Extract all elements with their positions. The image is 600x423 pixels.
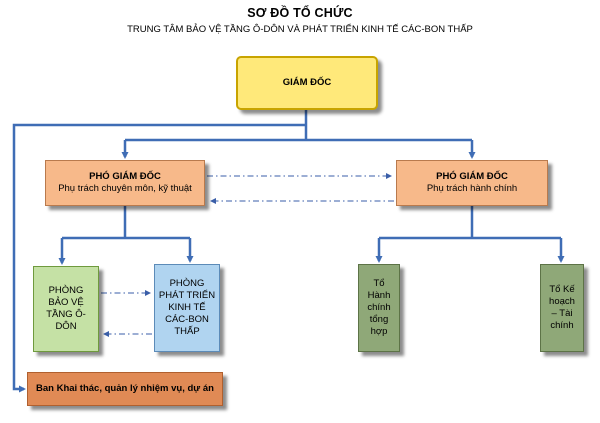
deputy-admin-desc: Phụ trách hành chính [426, 183, 518, 194]
director-box: GIÁM ĐỐC [236, 56, 378, 110]
finance-unit-line: chính [550, 319, 574, 331]
admin-unit-line: tổng [369, 313, 389, 325]
ozone-line: BẢO VỆ [48, 297, 84, 309]
outer-loop [12, 123, 306, 393]
admin-unit-line: chính [367, 302, 391, 314]
deputy-admin-box: PHÓ GIÁM ĐỐC Phụ trách hành chính [396, 160, 548, 206]
finance-unit-line: – Tài [551, 308, 573, 319]
chart-subtitle: TRUNG TÂM BẢO VỆ TẦNG Ô-DÔN VÀ PHÁT TRIỂ… [127, 24, 473, 35]
deputy-technical-title: PHÓ GIÁM ĐỐC [89, 171, 161, 183]
project-management-box: Ban Khai thác, quản lý nhiệm vụ, dự án [27, 372, 223, 406]
low-carbon-line: PHÒNG [169, 278, 205, 290]
admin-unit-line: Tổ [373, 278, 385, 290]
project-management-label: Ban Khai thác, quản lý nhiệm vụ, dự án [36, 383, 214, 395]
admin-unit-box: Tổ Hành chính tổng hợp [358, 264, 400, 352]
ozone-line: PHÒNG [48, 285, 84, 297]
low-carbon-line: THẤP [174, 325, 200, 337]
ozone-line: TẦNG Ô- [46, 309, 86, 320]
low-carbon-department-box: PHÒNG PHÁT TRIỂN KINH TẾ CÁC-BON THẤP [154, 264, 220, 352]
deputy-admin-title: PHÓ GIÁM ĐỐC [436, 171, 508, 183]
deputy-technical-box: PHÓ GIÁM ĐỐC Phụ trách chuyên môn, kỹ th… [45, 160, 205, 206]
director-label: GIÁM ĐỐC [282, 77, 332, 89]
finance-unit-line: hoạch [549, 296, 575, 308]
chart-title: SƠ ĐỒ TỔ CHỨC [247, 6, 353, 20]
low-carbon-line: KINH TẾ [168, 302, 206, 314]
low-carbon-line: PHÁT TRIỂN [158, 290, 216, 302]
admin-unit-line: Hành [367, 290, 391, 302]
ozone-line: DÔN [55, 320, 77, 332]
deputy-technical-desc: Phụ trách chuyên môn, kỹ thuật [58, 183, 192, 194]
finance-unit-line: Tổ Kế [549, 284, 575, 296]
finance-unit-box: Tổ Kế hoạch – Tài chính [540, 264, 584, 352]
low-carbon-line: CÁC-BON [165, 313, 209, 325]
admin-unit-line: hợp [370, 325, 388, 337]
ozone-department-box: PHÒNG BẢO VỆ TẦNG Ô- DÔN [33, 266, 99, 352]
